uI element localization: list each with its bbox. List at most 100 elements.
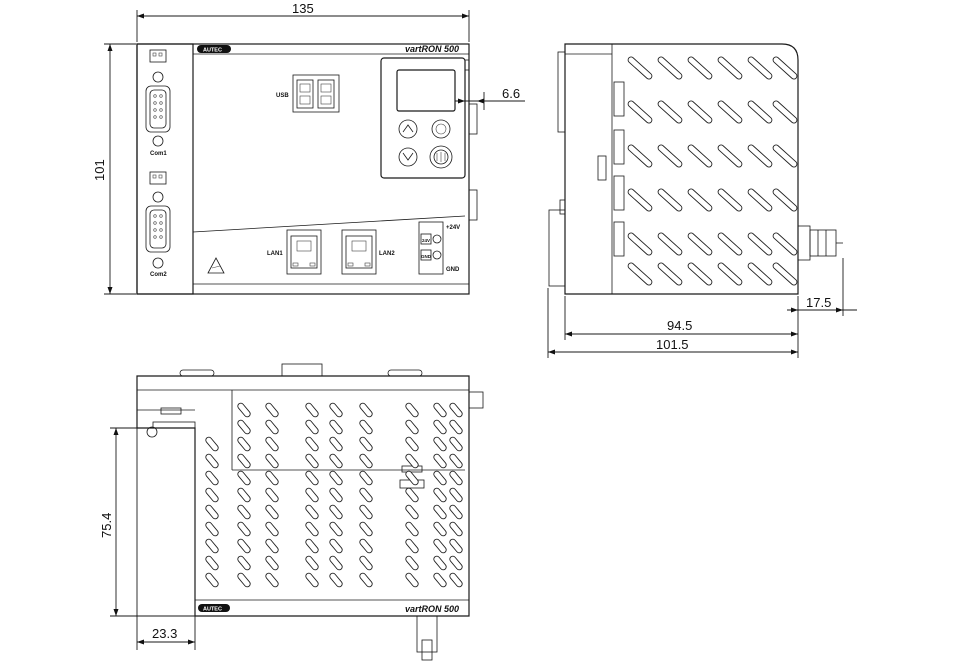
vent-slot	[205, 504, 219, 520]
vent-slot	[772, 262, 798, 286]
vent-slot	[687, 232, 713, 256]
vent-slot	[205, 521, 219, 537]
vent-slot	[305, 402, 319, 418]
vent-slot	[305, 555, 319, 571]
esd-warning-icon	[207, 257, 225, 274]
vent-slot	[747, 56, 773, 80]
vent-slot	[772, 188, 798, 212]
vent-slot	[449, 402, 463, 418]
vent-slot	[205, 538, 219, 554]
vent-slot	[405, 504, 419, 520]
vent-slot	[433, 572, 447, 588]
vent-slot	[433, 521, 447, 537]
lan2-port: LAN2	[341, 229, 395, 275]
vent-slot	[627, 100, 653, 124]
vent-slot	[265, 521, 279, 537]
vent-slot	[305, 419, 319, 435]
product-name: vartRON 500	[405, 44, 459, 54]
side-vents	[627, 56, 798, 286]
vent-slot	[237, 504, 251, 520]
vent-slot	[305, 470, 319, 486]
vent-slot	[657, 262, 683, 286]
dimension-side-total: 101.5	[547, 288, 798, 358]
vent-slot	[627, 262, 653, 286]
com2-label: Com2	[150, 272, 167, 278]
vent-slot	[305, 538, 319, 554]
vent-slot	[265, 504, 279, 520]
vent-slot	[717, 262, 743, 286]
display-panel	[380, 57, 466, 179]
vent-slot	[687, 144, 713, 168]
vent-slot	[265, 470, 279, 486]
vent-slot	[747, 100, 773, 124]
vent-slot	[237, 555, 251, 571]
vent-slot	[237, 521, 251, 537]
vent-slot	[265, 538, 279, 554]
vent-slot	[657, 232, 683, 256]
bottom-brand-logo-text: AUTEC	[203, 607, 222, 613]
vent-slot	[329, 487, 343, 503]
vent-slot	[237, 470, 251, 486]
vent-slot	[305, 453, 319, 469]
vent-slot	[329, 538, 343, 554]
vent-slot	[305, 487, 319, 503]
vent-slot	[405, 538, 419, 554]
vent-slot	[449, 521, 463, 537]
vent-slot	[265, 419, 279, 435]
vent-slot	[237, 419, 251, 435]
vent-slot	[265, 555, 279, 571]
vent-slot	[265, 487, 279, 503]
vent-slot	[687, 262, 713, 286]
vent-slot	[359, 555, 373, 571]
vent-slot	[717, 188, 743, 212]
dimension-bottom-offset: 23.3	[136, 428, 196, 650]
vent-slot	[359, 538, 373, 554]
terminal-gnd-text: GND	[421, 254, 432, 259]
vent-slot	[205, 487, 219, 503]
vent-slot	[237, 487, 251, 503]
dim-101: 101	[92, 159, 107, 181]
vent-slot	[627, 144, 653, 168]
usb-label: USB	[276, 93, 289, 99]
vent-slot	[329, 470, 343, 486]
vent-slot	[405, 555, 419, 571]
lcd-screen	[396, 69, 456, 112]
vent-slot	[433, 538, 447, 554]
vent-slot	[329, 453, 343, 469]
vent-slot	[433, 555, 447, 571]
vent-slot	[329, 572, 343, 588]
vent-slot	[433, 419, 447, 435]
dimension-front-height: 101	[92, 43, 136, 295]
vent-slot	[359, 572, 373, 588]
vent-slot	[747, 144, 773, 168]
bottom-body-outline	[136, 375, 470, 617]
vent-slot	[433, 402, 447, 418]
vent-slot	[717, 232, 743, 256]
vent-slot	[657, 100, 683, 124]
vent-slot	[747, 188, 773, 212]
vent-slot	[657, 144, 683, 168]
vent-slot	[449, 487, 463, 503]
vent-slot	[359, 521, 373, 537]
vent-slot	[772, 144, 798, 168]
dimension-front-width: 135	[136, 1, 470, 42]
dimension-side-body: 94.5	[564, 296, 799, 358]
dim-75-4: 75.4	[99, 513, 114, 538]
vent-slot	[449, 572, 463, 588]
com1-label: Com1	[150, 151, 167, 157]
vent-slot	[449, 470, 463, 486]
dimension-display-offset: 6.6	[455, 86, 525, 110]
vent-slot	[449, 436, 463, 452]
vent-slot	[265, 436, 279, 452]
vent-slot	[237, 453, 251, 469]
lan2-label: LAN2	[379, 251, 395, 257]
vent-slot	[359, 402, 373, 418]
enter-button-icon	[431, 119, 451, 139]
vent-slot	[205, 453, 219, 469]
side-body-outline	[564, 43, 799, 295]
vent-slot	[205, 572, 219, 588]
vent-slot	[449, 504, 463, 520]
vent-slot	[305, 436, 319, 452]
down-button-icon	[398, 147, 418, 167]
